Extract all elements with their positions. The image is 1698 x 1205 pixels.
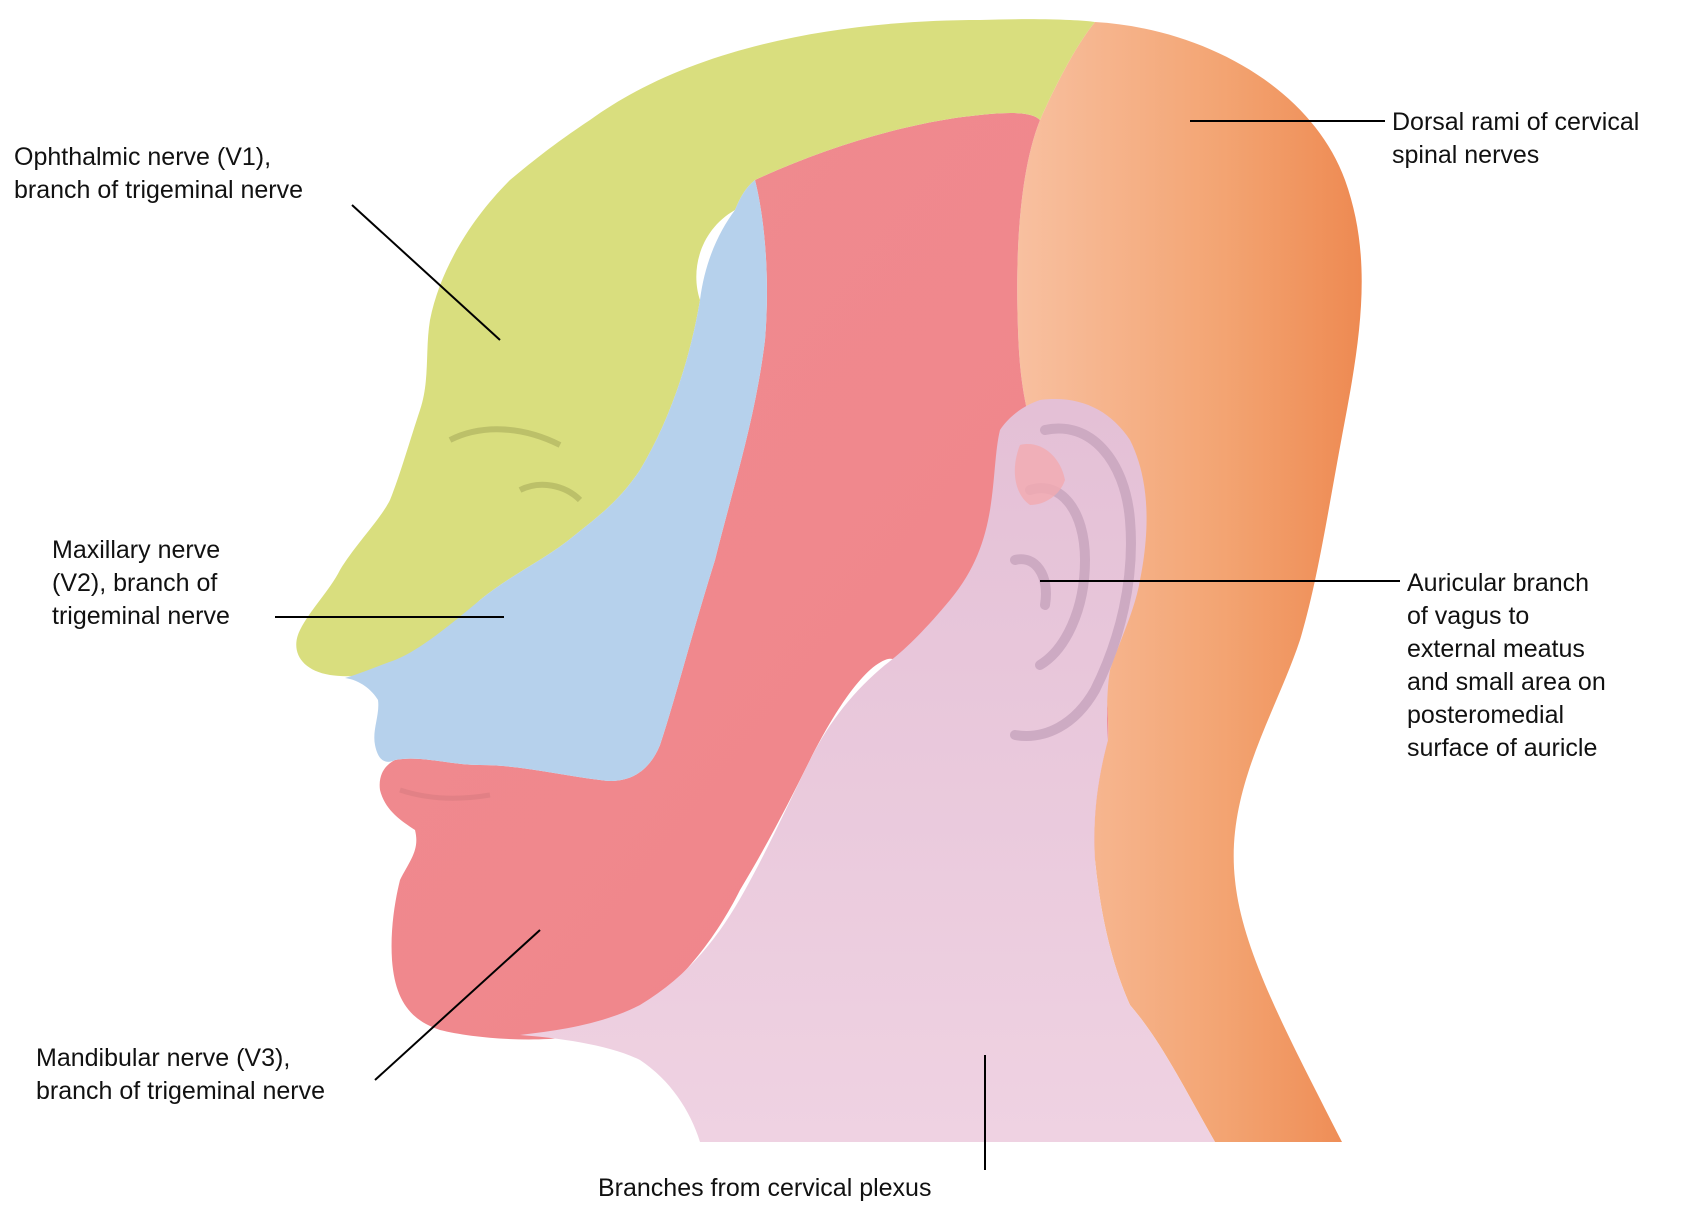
label-mandibular-line-1: Mandibular nerve (V3), (36, 1042, 325, 1075)
label-auricular: Auricular branch of vagus to external me… (1407, 567, 1606, 765)
label-maxillary: Maxillary nerve (V2), branch of trigemin… (52, 534, 230, 633)
label-ophthalmic-line-2: branch of trigeminal nerve (14, 174, 303, 207)
label-auricular-line-5: posteromedial (1407, 699, 1606, 732)
label-maxillary-line-1: Maxillary nerve (52, 534, 230, 567)
label-dorsal-rami: Dorsal rami of cervical spinal nerves (1392, 106, 1639, 172)
label-dorsal-rami-line-1: Dorsal rami of cervical (1392, 106, 1639, 139)
label-auricular-line-2: of vagus to (1407, 600, 1606, 633)
label-maxillary-line-3: trigeminal nerve (52, 600, 230, 633)
label-mandibular: Mandibular nerve (V3), branch of trigemi… (36, 1042, 325, 1108)
label-auricular-line-4: and small area on (1407, 666, 1606, 699)
label-cervical-plexus: Branches from cervical plexus (598, 1172, 931, 1205)
label-ophthalmic: Ophthalmic nerve (V1), branch of trigemi… (14, 141, 303, 207)
label-auricular-line-6: surface of auricle (1407, 732, 1606, 765)
label-dorsal-rami-line-2: spinal nerves (1392, 139, 1639, 172)
label-mandibular-line-2: branch of trigeminal nerve (36, 1075, 325, 1108)
label-auricular-line-1: Auricular branch (1407, 567, 1606, 600)
label-maxillary-line-2: (V2), branch of (52, 567, 230, 600)
label-auricular-line-3: external meatus (1407, 633, 1606, 666)
label-cervical-plexus-line-1: Branches from cervical plexus (598, 1172, 931, 1205)
label-ophthalmic-line-1: Ophthalmic nerve (V1), (14, 141, 303, 174)
